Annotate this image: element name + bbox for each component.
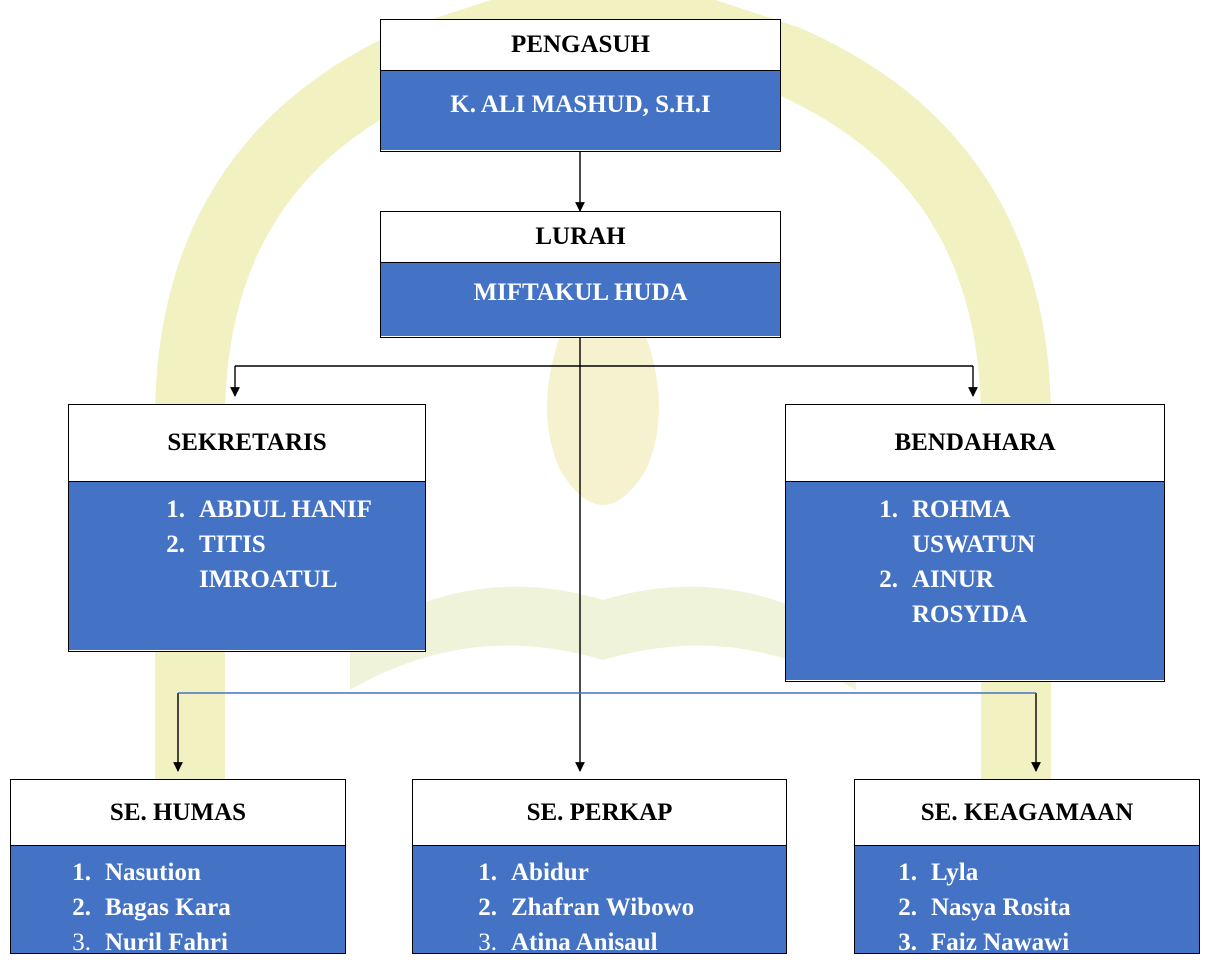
perkap-members: 1.Abidur 2.Zhafran Wibowo 3.Atina Anisau… bbox=[413, 846, 786, 956]
humas-box: SE. HUMAS 1.Nasution 2.Bagas Kara 3.Nuri… bbox=[10, 779, 346, 956]
sekretaris-title: SEKRETARIS bbox=[69, 405, 425, 482]
lurah-box: LURAH MIFTAKUL HUDA bbox=[380, 211, 781, 338]
list-item: USWATUN bbox=[912, 531, 1036, 558]
list-item: 1.Lyla bbox=[898, 859, 979, 886]
pengasuh-name-text: K. ALI MASHUD, S.H.I bbox=[450, 91, 711, 118]
list-item: 2.AINUR bbox=[879, 566, 994, 593]
keagamaan-list: 1.Lyla 2.Nasya Rosita 3.Faiz Nawawi bbox=[883, 855, 1199, 960]
list-item: 3.Atina Anisaul bbox=[478, 929, 658, 956]
pengasuh-name: K. ALI MASHUD, S.H.I bbox=[381, 71, 780, 150]
watermark-arch bbox=[155, 0, 1051, 930]
watermark-book bbox=[350, 586, 856, 690]
list-item: 2.Bagas Kara bbox=[72, 894, 231, 921]
perkap-list: 1.Abidur 2.Zhafran Wibowo 3.Atina Anisau… bbox=[463, 855, 786, 960]
pengasuh-title: PENGASUH bbox=[381, 20, 780, 71]
bendahara-members: 1.ROHMA USWATUN 2.AINUR ROSYIDA bbox=[786, 482, 1164, 680]
lurah-title: LURAH bbox=[381, 212, 780, 263]
bendahara-box: BENDAHARA 1.ROHMA USWATUN 2.AINUR ROSYID… bbox=[785, 404, 1165, 682]
keagamaan-box: SE. KEAGAMAAN 1.Lyla 2.Nasya Rosita 3.Fa… bbox=[854, 779, 1200, 956]
keagamaan-members: 1.Lyla 2.Nasya Rosita 3.Faiz Nawawi bbox=[855, 846, 1199, 956]
list-item: 2.Nasya Rosita bbox=[898, 894, 1071, 921]
bendahara-list: 1.ROHMA USWATUN 2.AINUR ROSYIDA bbox=[864, 492, 1164, 632]
list-item: 1.Abidur bbox=[478, 859, 589, 886]
list-item: ROSYIDA bbox=[912, 601, 1028, 628]
list-item: 3.Faiz Nawawi bbox=[898, 929, 1070, 956]
pengasuh-box: PENGASUH K. ALI MASHUD, S.H.I bbox=[380, 19, 781, 152]
keagamaan-title: SE. KEAGAMAAN bbox=[855, 780, 1199, 846]
humas-title: SE. HUMAS bbox=[11, 780, 345, 846]
lurah-name-text: MIFTAKUL HUDA bbox=[473, 279, 688, 306]
sekretaris-members: 1.ABDUL HANIF 2.TITIS IMROATUL bbox=[69, 482, 425, 650]
sekretaris-box: SEKRETARIS 1.ABDUL HANIF 2.TITIS IMROATU… bbox=[68, 404, 426, 652]
list-item: 1.ROHMA bbox=[879, 496, 1011, 523]
list-item: 3.Nuril Fahri bbox=[72, 929, 228, 956]
list-item: 1.ABDUL HANIF bbox=[166, 496, 372, 523]
perkap-box: SE. PERKAP 1.Abidur 2.Zhafran Wibowo 3.A… bbox=[412, 779, 787, 956]
sekretaris-list: 1.ABDUL HANIF 2.TITIS IMROATUL bbox=[151, 492, 425, 597]
perkap-title: SE. PERKAP bbox=[413, 780, 786, 846]
list-item: IMROATUL bbox=[199, 566, 338, 593]
humas-list: 1.Nasution 2.Bagas Kara 3.Nuril Fahri bbox=[57, 855, 345, 960]
humas-members: 1.Nasution 2.Bagas Kara 3.Nuril Fahri bbox=[11, 846, 345, 956]
list-item: 2.Zhafran Wibowo bbox=[478, 894, 695, 921]
list-item: 2.TITIS bbox=[166, 531, 266, 558]
lurah-name: MIFTAKUL HUDA bbox=[381, 263, 780, 336]
list-item: 1.Nasution bbox=[72, 859, 201, 886]
bendahara-title: BENDAHARA bbox=[786, 405, 1164, 482]
